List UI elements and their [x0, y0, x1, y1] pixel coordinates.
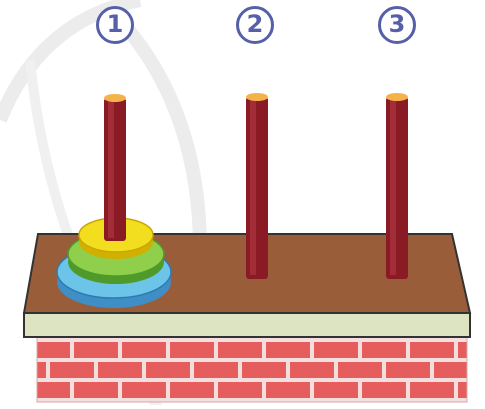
disk-stack-peg-1 [56, 217, 172, 308]
peg-3-label[interactable]: 3 [378, 6, 416, 44]
brick-wall [36, 335, 468, 403]
peg-1[interactable] [104, 94, 126, 241]
peg-3[interactable] [386, 93, 408, 279]
board-front [23, 312, 471, 338]
peg-2[interactable] [246, 93, 268, 279]
background-swoosh [114, 15, 207, 251]
peg-2-label[interactable]: 2 [236, 6, 274, 44]
peg-1-label[interactable]: 1 [96, 6, 134, 44]
